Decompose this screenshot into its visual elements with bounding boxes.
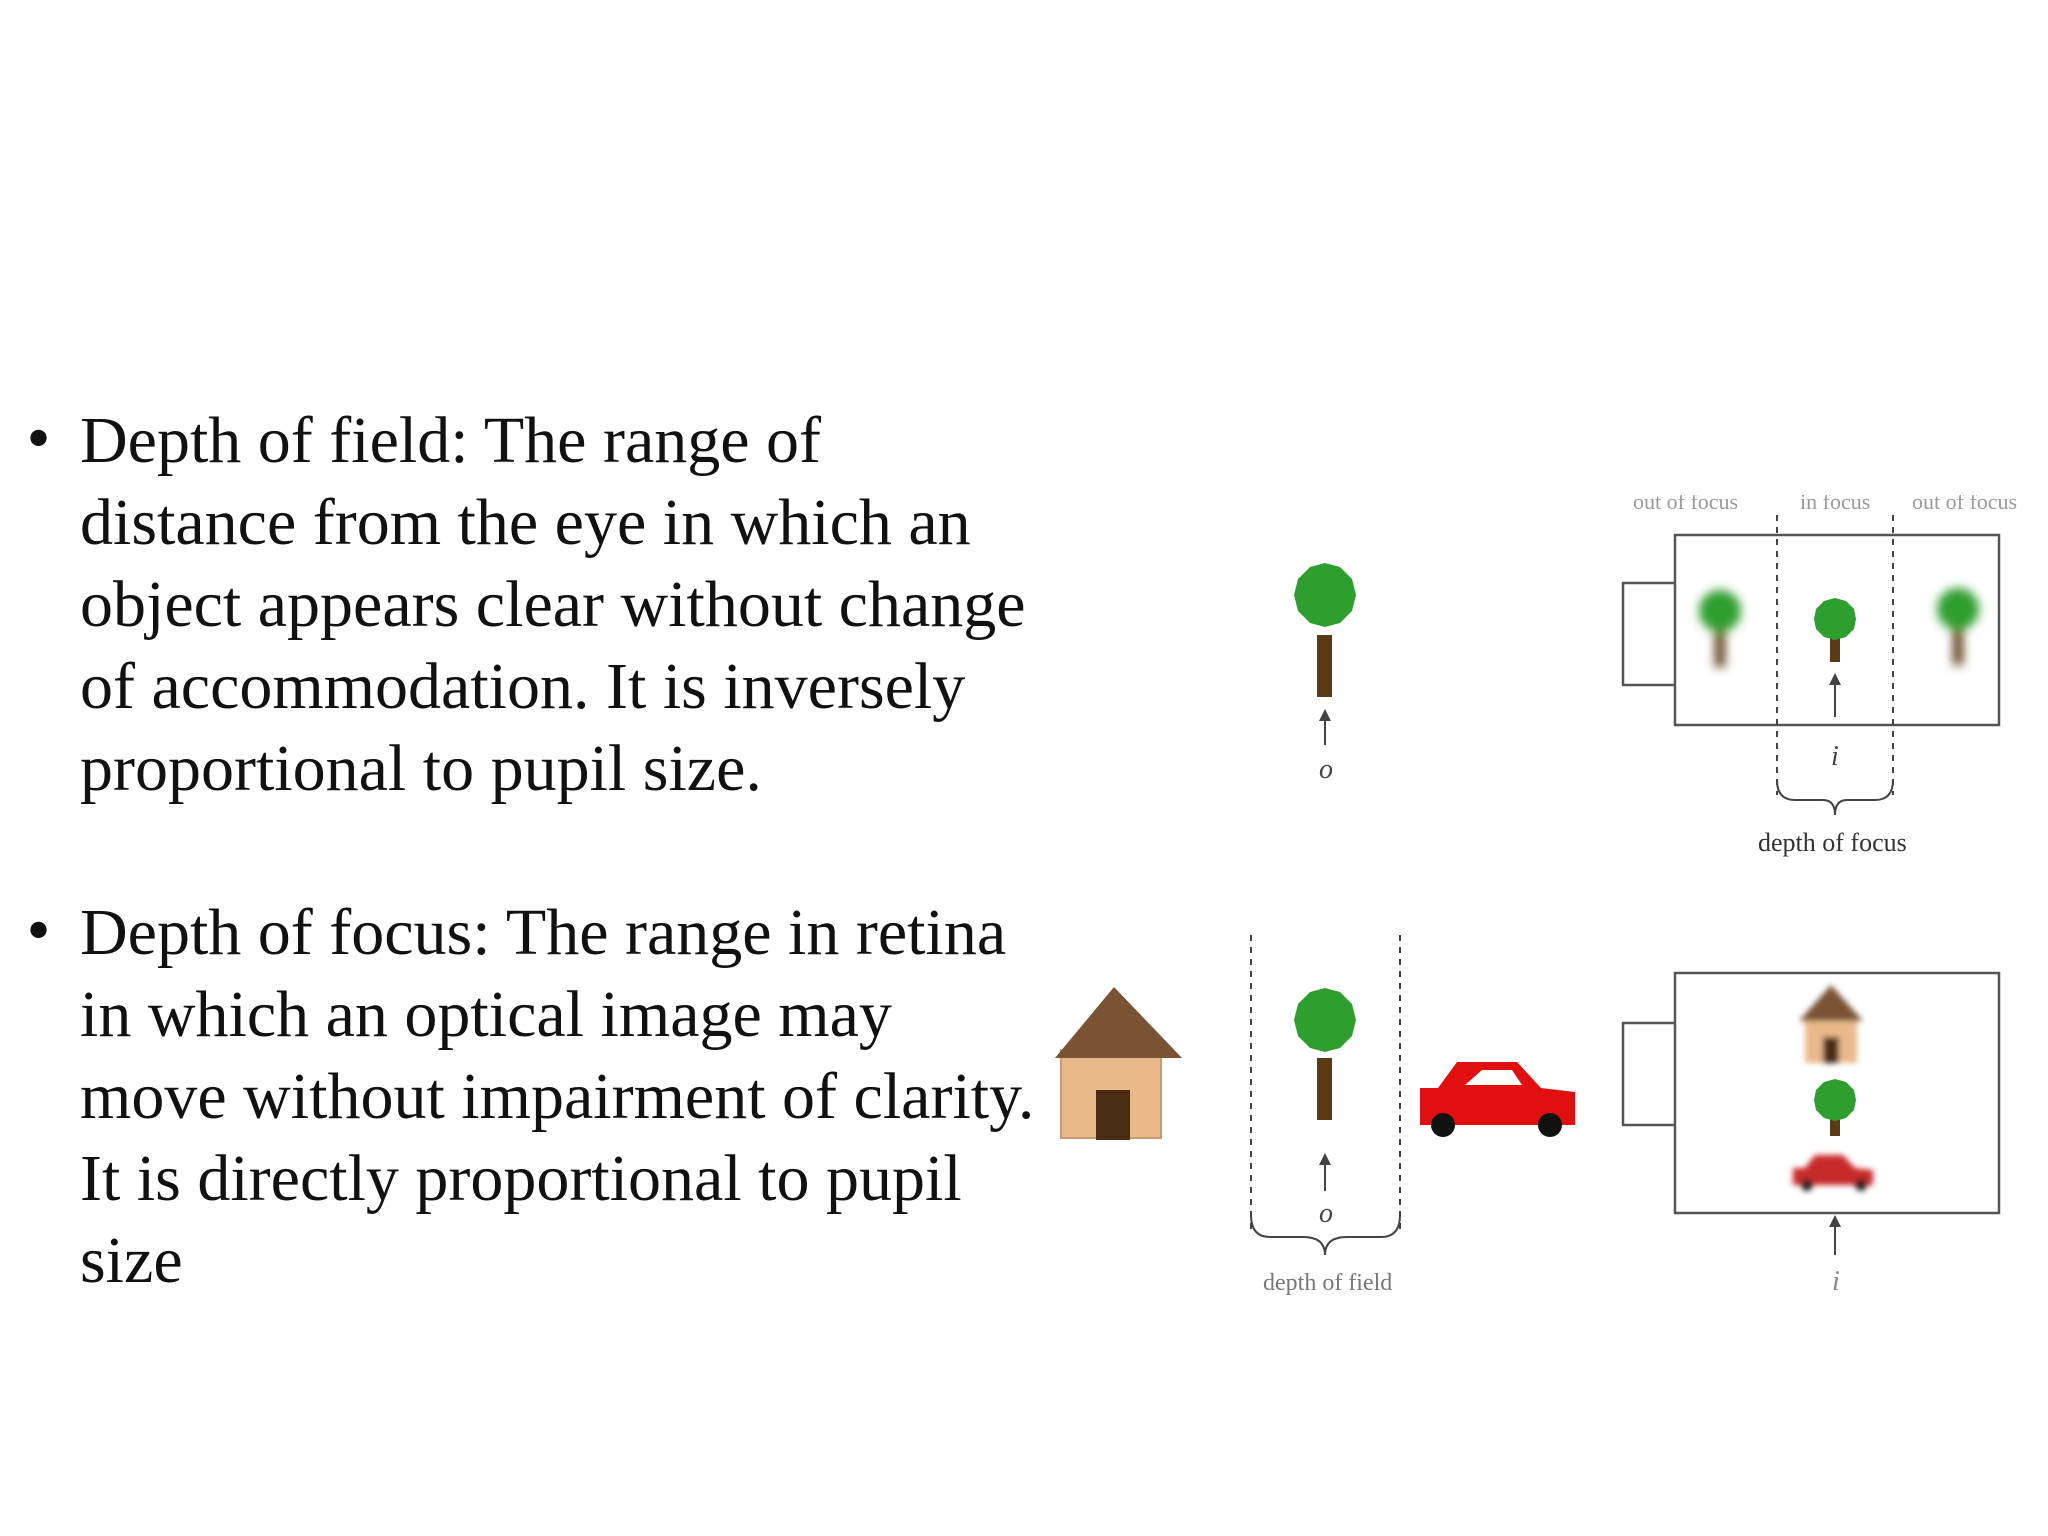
image-var-bottom: i xyxy=(1832,1266,1840,1297)
label-out-of-focus-right: out of focus xyxy=(1912,495,2017,514)
depth-diagram-svg: o out of focus in focus out of focus xyxy=(1055,495,2017,1297)
camera-top xyxy=(1621,533,2001,727)
object-arrow-bottom xyxy=(1319,1153,1331,1191)
blurred-tree-left xyxy=(1699,590,1741,667)
bullet-depth-of-field: • Depth of field: The range of distance … xyxy=(20,400,1050,810)
object-var-top: o xyxy=(1319,754,1333,785)
label-out-of-focus-left: out of focus xyxy=(1633,495,1738,514)
image-var-top: i xyxy=(1831,741,1839,772)
focused-tree-image xyxy=(1814,598,1856,662)
depth-of-focus-brace xyxy=(1776,779,1894,816)
image-arrow-top xyxy=(1829,673,1841,717)
depth-diagram: o out of focus in focus out of focus xyxy=(1055,495,2048,1315)
bullet-depth-of-focus: • Depth of focus: The range in retina in… xyxy=(20,892,1050,1302)
bullet-text: Depth of focus: The range in retina in w… xyxy=(80,896,1035,1297)
object-tree-bottom xyxy=(1294,988,1356,1120)
blurred-tree-right xyxy=(1937,588,1979,665)
object-tree-top xyxy=(1294,563,1356,697)
blurred-car-image xyxy=(1793,1155,1873,1191)
label-depth-of-focus: depth of focus xyxy=(1758,828,1907,857)
label-depth-of-field: depth of field xyxy=(1263,1270,1392,1296)
image-arrow-bottom xyxy=(1829,1215,1841,1255)
blurred-house-image xyxy=(1799,985,1863,1063)
focused-tree-bottom-image xyxy=(1814,1079,1856,1136)
bullet-list: • Depth of field: The range of distance … xyxy=(20,400,1050,1384)
bullet-marker: • xyxy=(22,408,56,473)
depth-of-field-brace xyxy=(1250,1214,1401,1256)
bullet-text: Depth of field: The range of distance fr… xyxy=(80,404,1026,805)
object-arrow-top xyxy=(1319,709,1331,745)
object-var-bottom: o xyxy=(1319,1198,1333,1229)
house-object xyxy=(1055,987,1182,1140)
car-object xyxy=(1420,1062,1575,1137)
label-in-focus: in focus xyxy=(1800,495,1870,514)
bullet-marker: • xyxy=(22,900,56,965)
